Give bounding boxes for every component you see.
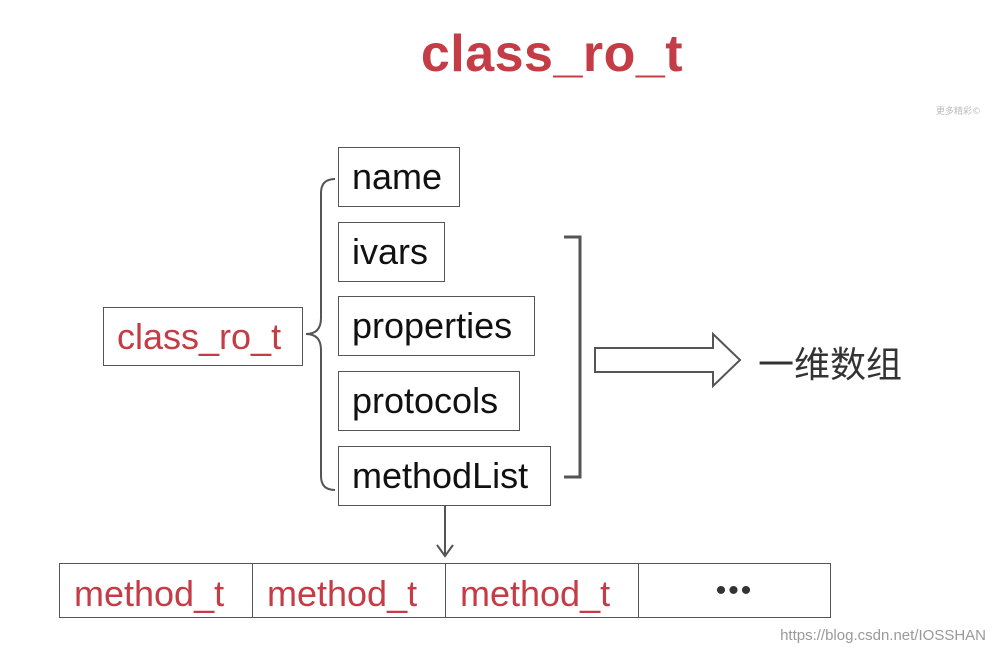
field-name-box: name <box>338 147 460 207</box>
field-label: methodList <box>352 455 529 496</box>
field-label: protocols <box>352 380 499 421</box>
method-cell: method_t <box>59 563 252 618</box>
field-protocols-box: protocols <box>338 371 520 431</box>
down-arrow-head <box>436 544 454 558</box>
method-cell: method_t <box>445 563 638 618</box>
field-properties-box: properties <box>338 296 535 356</box>
field-label: name <box>352 156 443 197</box>
left-brace <box>305 178 336 491</box>
field-label: ivars <box>352 231 429 272</box>
root-class-ro-t-box: class_ro_t <box>103 307 303 366</box>
method-list-table: method_t method_t method_t ••• <box>59 563 831 618</box>
block-arrow <box>594 331 742 389</box>
field-label: properties <box>352 305 513 346</box>
ellipsis-cell: ••• <box>638 563 831 618</box>
field-ivars-box: ivars <box>338 222 445 282</box>
field-methodlist-box: methodList <box>338 446 551 506</box>
root-label: class_ro_t <box>117 315 282 357</box>
source-watermark: https://blog.csdn.net/IOSSHAN <box>780 627 986 644</box>
right-bracket <box>564 235 582 479</box>
page-title: class_ro_t <box>420 25 684 83</box>
method-cell: method_t <box>252 563 445 618</box>
one-dimensional-array-label: 一维数组 <box>758 345 903 386</box>
corner-watermark: 更多精彩© <box>936 107 982 117</box>
